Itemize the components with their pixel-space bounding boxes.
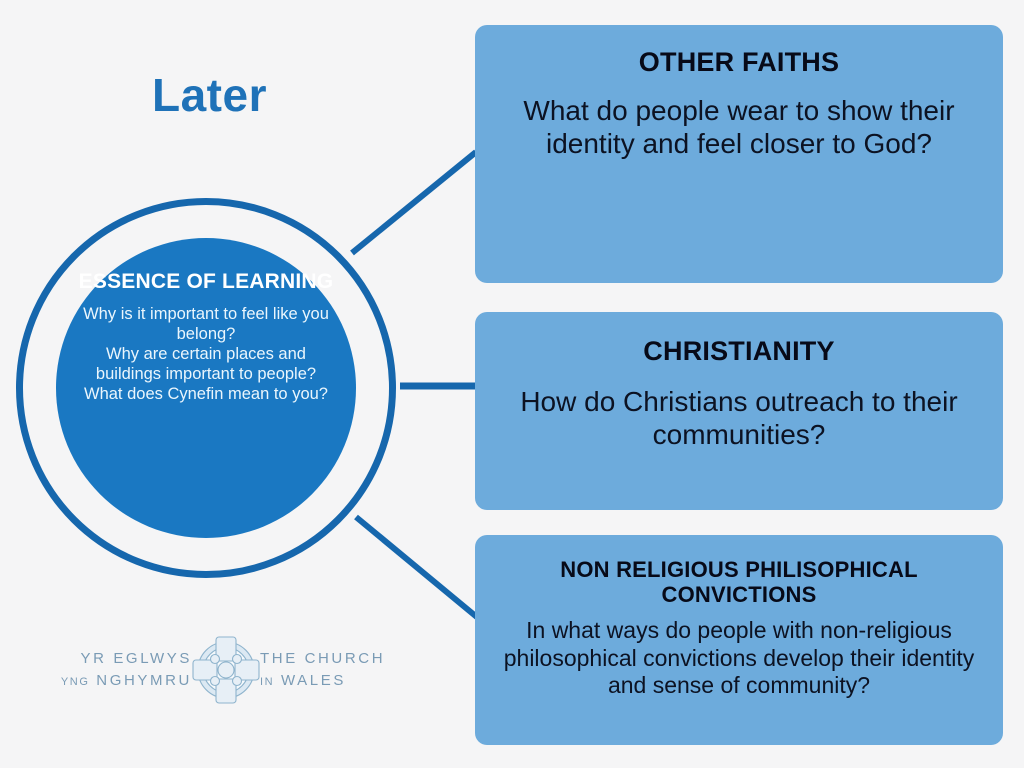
connector-line-non-religious bbox=[354, 514, 480, 621]
essence-question: What does Cynefin mean to you? bbox=[84, 385, 328, 404]
card-non-religious[interactable]: NON RELIGIOUS PHILISOPHICAL CONVICTIONS … bbox=[475, 535, 1003, 745]
inner-circle: ESSENCE OF LEARNING Why is it important … bbox=[56, 238, 356, 538]
card-body: What do people wear to show their identi… bbox=[523, 94, 955, 160]
card-title: NON RELIGIOUS PHILISOPHICAL CONVICTIONS bbox=[560, 557, 918, 608]
logo-english-line2-small: IN bbox=[260, 676, 275, 688]
logo-welsh-line1: YR EGLWYS bbox=[80, 650, 192, 668]
page-title: Later bbox=[152, 69, 267, 121]
logo-english-text: THE CHURCH IN WALES bbox=[260, 648, 400, 692]
card-christianity[interactable]: CHRISTIANITY How do Christians outreach … bbox=[475, 312, 1003, 510]
outer-ring bbox=[16, 198, 396, 578]
church-in-wales-logo: YR EGLWYS YNG NGHYMRU THE CHURCH IN bbox=[52, 628, 400, 712]
connector-line-other-faiths bbox=[350, 149, 478, 256]
logo-welsh-line2-small: YNG bbox=[60, 676, 90, 688]
card-body: How do Christians outreach to their comm… bbox=[520, 385, 958, 451]
essence-title: ESSENCE OF LEARNING bbox=[78, 270, 334, 293]
card-title: OTHER FAITHS bbox=[638, 47, 840, 77]
essence-question: Why are certain places and buildings imp… bbox=[95, 344, 317, 383]
card-other-faiths[interactable]: OTHER FAITHS What do people wear to show… bbox=[475, 25, 1003, 283]
celtic-cross-icon bbox=[192, 636, 260, 704]
logo-english-line2: WALES bbox=[280, 672, 346, 689]
logo-welsh-text: YR EGLWYS YNG NGHYMRU bbox=[52, 648, 192, 692]
essence-of-learning-circle: ESSENCE OF LEARNING Why is it important … bbox=[16, 198, 396, 578]
essence-questions: Why is it important to feel like you bel… bbox=[78, 304, 334, 405]
card-body: In what ways do people with non-religiou… bbox=[503, 617, 975, 699]
logo-english-line1: THE CHURCH bbox=[260, 650, 386, 668]
essence-question: Why is it important to feel like you bel… bbox=[83, 304, 329, 343]
card-title: CHRISTIANITY bbox=[643, 336, 835, 366]
logo-welsh-line2: NGHYMRU bbox=[96, 672, 192, 689]
